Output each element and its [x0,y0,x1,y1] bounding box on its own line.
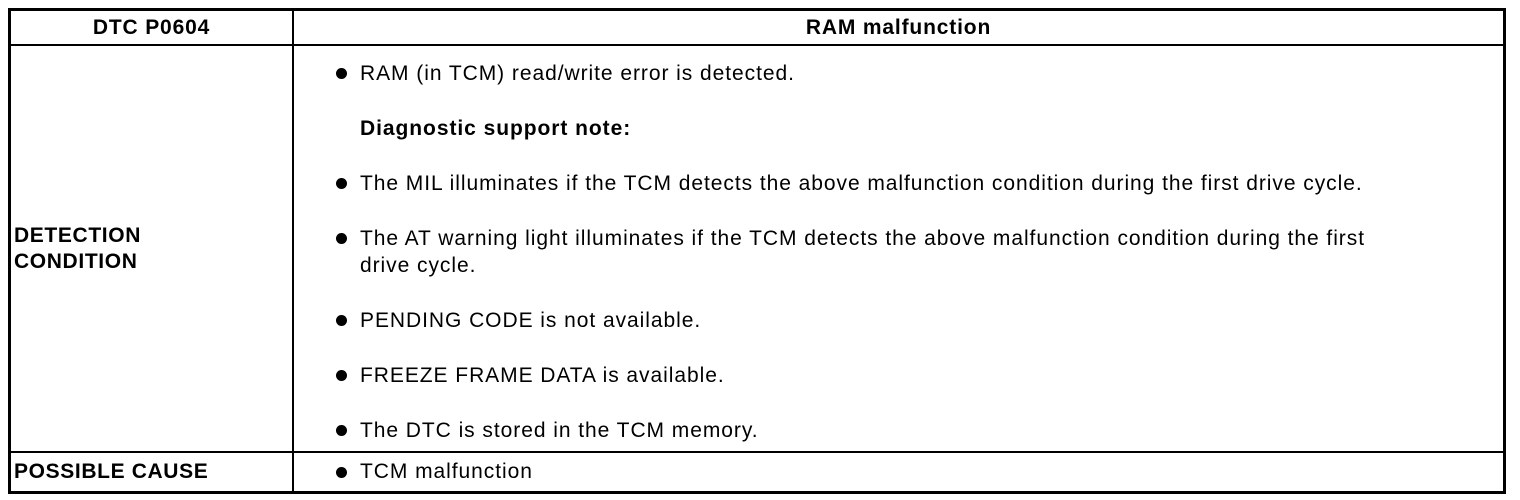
possible-cause-items-cell: TCM malfunction [294,453,1503,491]
bullet-icon [336,466,347,478]
dtc-code-cell: DTC P0604 [11,11,294,46]
possible-cause-text: TCM malfunction [360,460,533,483]
dtc-title-label: RAM malfunction [805,15,992,39]
list-item: PENDING CODE is not available. [336,307,1483,334]
list-item: The DTC is stored in the TCM memory. [336,417,1483,444]
list-item: The MIL illuminates if the TCM detects t… [336,170,1483,197]
detection-condition-label: DETECTION CONDITION [14,223,142,273]
bullet-icon [336,233,347,244]
bullet-icon [336,425,347,436]
list-item-text: The DTC is stored in the TCM memory. [360,419,759,442]
list-item: Diagnostic support note: [336,115,1483,142]
dtc-title-cell: RAM malfunction [294,11,1503,46]
list-item-text: RAM (in TCM) read/write error is detecte… [360,62,795,85]
list-item: The AT warning light illuminates if the … [336,225,1483,279]
possible-cause-cell: POSSIBLE CAUSE [11,453,294,491]
dtc-table: DTC P0604 RAM malfunction DETECTION COND… [8,8,1506,494]
detection-condition-cell: DETECTION CONDITION [11,46,294,453]
bullet-icon [336,315,347,326]
list-item-text: PENDING CODE is not available. [360,309,702,332]
dtc-code-label: DTC P0604 [92,15,211,39]
list-item-text: The MIL illuminates if the TCM detects t… [360,172,1363,195]
list-item: FREEZE FRAME DATA is available. [336,362,1483,389]
possible-cause-label: POSSIBLE CAUSE [14,460,209,483]
bullet-icon [336,68,347,79]
list-item: RAM (in TCM) read/write error is detecte… [336,60,1483,87]
bullet-icon [336,178,347,189]
list-item-text: FREEZE FRAME DATA is available. [360,364,725,387]
list-item-text: The AT warning light illuminates if the … [360,227,1365,277]
detection-items-cell: RAM (in TCM) read/write error is detecte… [294,46,1503,453]
diagnostic-note-heading: Diagnostic support note: [360,117,632,140]
bullet-icon [336,370,347,381]
bullet-spacer [336,123,347,134]
